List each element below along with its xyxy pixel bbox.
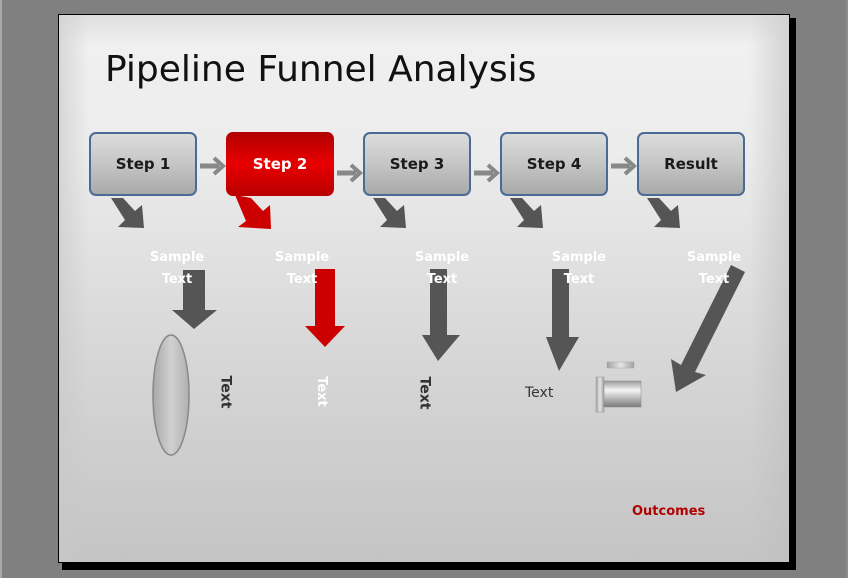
output-text-3[interactable]: Text [416,376,433,410]
step-label: Result [664,155,718,173]
diagonal-arrow-3 [373,198,406,228]
slide-title[interactable]: Pipeline Funnel Analysis [105,49,537,90]
diagonal-arrow-5 [647,198,680,228]
cylinder-icon[interactable] [595,361,642,413]
step-box-2[interactable]: Step 2 [226,132,334,196]
slide-canvas[interactable]: Pipeline Funnel Analysis [58,14,790,563]
connector-arrow-3 [474,163,501,183]
step-box-1[interactable]: Step 1 [89,132,197,196]
step-box-3[interactable]: Step 3 [363,132,471,196]
connector-arrow-4 [611,156,638,176]
step-label: Step 3 [389,155,445,173]
outcomes-label[interactable]: Outcomes [632,504,706,519]
down-arrow-3 [422,269,460,361]
window-edge-right [846,0,848,578]
connector-arrow-2 [337,163,364,183]
diagonal-long-arrow [671,265,745,392]
connector-arrow-1 [200,156,227,176]
output-text-1[interactable]: Text [217,375,234,409]
step-box-4[interactable]: Step 4 [500,132,608,196]
diagonal-arrow-1 [111,198,144,228]
down-arrow-1 [172,270,217,329]
window-edge-left [0,0,2,578]
output-text-2[interactable]: Text [313,376,329,407]
diagonal-arrow-4 [510,198,543,228]
diagonal-arrow-2 [235,195,271,229]
down-arrow-2 [305,269,345,347]
oval-shape[interactable] [152,334,190,456]
output-text-4[interactable]: Text [525,385,554,401]
step-label: Step 1 [115,155,171,173]
step-label: Step 4 [526,155,582,173]
step-box-result[interactable]: Result [637,132,745,196]
down-arrow-4 [546,269,579,371]
step-label: Step 2 [252,155,308,173]
diagram-shapes [111,156,745,456]
